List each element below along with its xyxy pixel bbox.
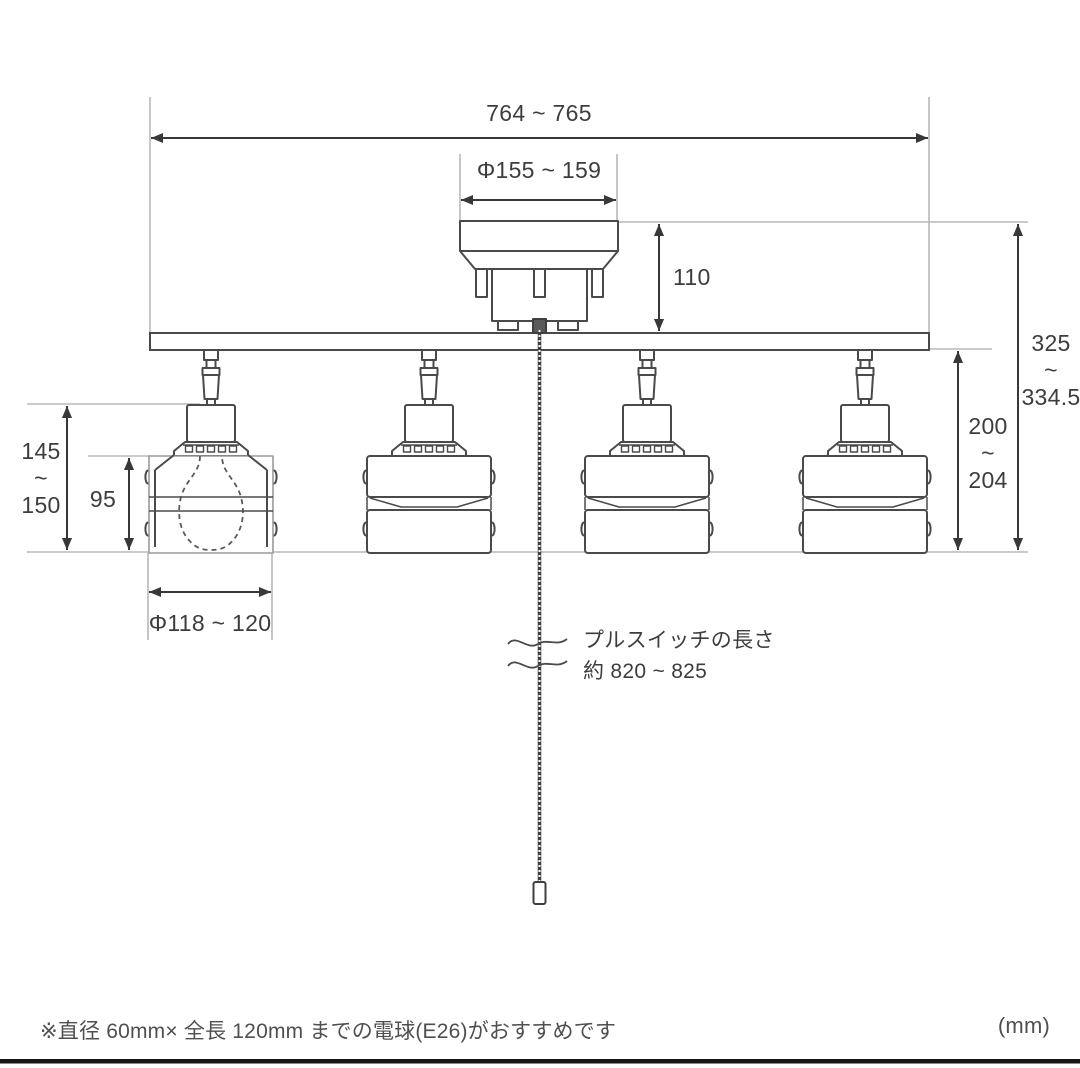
bulb-recommendation-note: ※直径 60mm× 全長 120mm までの電球(E26)がおすすめです: [40, 1020, 617, 1043]
break-wave: [507, 638, 568, 647]
dim-label-canopy-height: 110: [673, 264, 711, 290]
pull-cord: [507, 330, 568, 905]
canopy-pin: [591, 268, 604, 298]
dim-label-total-height: 325 ~ 334.5: [1021, 330, 1080, 410]
lamp-shade-cutaway: [144, 454, 278, 554]
fixture: [144, 220, 932, 905]
dim-label-total-width: 764 ~ 765: [486, 100, 592, 126]
pull-switch-length: 約 820 ~ 825: [583, 660, 708, 683]
dim-label-canopy-diameter: Φ155 ~ 159: [476, 157, 602, 183]
canopy-pin: [533, 268, 546, 298]
lamp-2: [362, 349, 496, 554]
lamp-3: [580, 349, 714, 554]
dimension-lines: [61, 132, 1024, 598]
dim-label-shade-glass-height: 95: [89, 486, 117, 512]
dim-label-bar-to-shade-bottom: 200 ~ 204: [968, 413, 1008, 493]
break-wave: [507, 660, 568, 669]
image-bottom-border: [0, 1059, 1080, 1064]
canopy-pin: [475, 268, 488, 298]
lamp-stem: [173, 349, 249, 457]
unit-label: (mm): [997, 1013, 1050, 1038]
pull-switch-knob: [532, 881, 547, 905]
ceiling-canopy: [459, 220, 619, 334]
pull-switch-label: プルスイッチの長さ: [583, 629, 775, 652]
lamp-1: [144, 349, 278, 554]
dim-label-shade-total-height: 145 ~ 150: [21, 438, 61, 518]
dim-label-shade-diameter: Φ118 ~ 120: [148, 610, 272, 636]
lamp-4: [798, 349, 932, 554]
